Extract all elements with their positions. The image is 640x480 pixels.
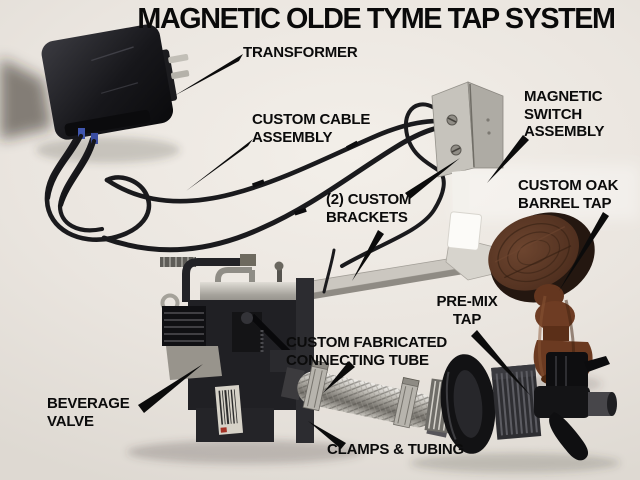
label-pre-mix-tap: PRE-MIX TAP <box>436 293 498 328</box>
white-plastic-bracket <box>446 211 482 251</box>
valve-top-pipes <box>160 254 284 302</box>
brackets-arrow-lower <box>352 230 384 281</box>
label-custom-brackets: (2) CUSTOM BRACKETS <box>326 191 412 226</box>
wire-connector <box>78 128 85 139</box>
cable-zip-ties <box>251 140 359 216</box>
clamps-tubing-arrow <box>308 421 346 449</box>
oak-tap-arrow <box>559 212 609 291</box>
leader-arrows <box>138 54 609 449</box>
tap-flange <box>440 354 496 454</box>
tap-body <box>534 386 590 418</box>
plug-prong <box>170 70 190 80</box>
transformer <box>41 24 190 208</box>
plug-prong <box>168 54 189 64</box>
premix-tap-arrow <box>471 330 531 396</box>
magnetic-switch-assembly <box>431 81 504 251</box>
tap-lever <box>584 356 610 372</box>
tap-ribbed-collar-right <box>491 364 542 440</box>
handle-disc <box>488 212 595 303</box>
valve-shelf <box>166 346 222 380</box>
label-magnetic-switch-assembly: MAGNETIC SWITCH ASSEMBLY <box>524 88 605 140</box>
hose-clamp <box>393 377 420 429</box>
brackets-arrow-upper <box>405 158 460 199</box>
switch-assembly-arrow <box>487 135 529 183</box>
bracket-screws <box>446 114 491 156</box>
tap-handle-lever <box>549 412 589 461</box>
cable-assembly-arrow <box>186 139 253 191</box>
label-custom-oak-barrel-tap: CUSTOM OAK BARREL TAP <box>518 177 619 212</box>
valve-barcode-label <box>214 384 244 435</box>
pre-mix-tap <box>424 352 617 461</box>
valve-ribbed-block <box>162 306 206 346</box>
label-connecting-tube: CUSTOM FABRICATED CONNECTING TUBE <box>286 334 448 369</box>
transformer-arrow <box>174 54 243 96</box>
wire-connector <box>91 133 98 144</box>
connecting-tube-arrow <box>323 361 355 393</box>
label-custom-cable-assembly: CUSTOM CABLE ASSEMBLY <box>252 111 371 146</box>
beverage-valve <box>160 254 314 443</box>
white-strip <box>452 170 470 217</box>
hose-clamp <box>302 359 330 412</box>
label-clamps-and-tubing: CLAMPS & TUBING <box>327 441 464 458</box>
label-transformer: TRANSFORMER <box>243 44 358 61</box>
beverage-valve-arrow <box>138 364 203 413</box>
page-title: MAGNETIC OLDE TYME TAP SYSTEM <box>137 3 616 35</box>
valve-mechanism <box>232 312 296 372</box>
label-beverage-valve: BEVERAGE VALVE <box>47 395 130 430</box>
